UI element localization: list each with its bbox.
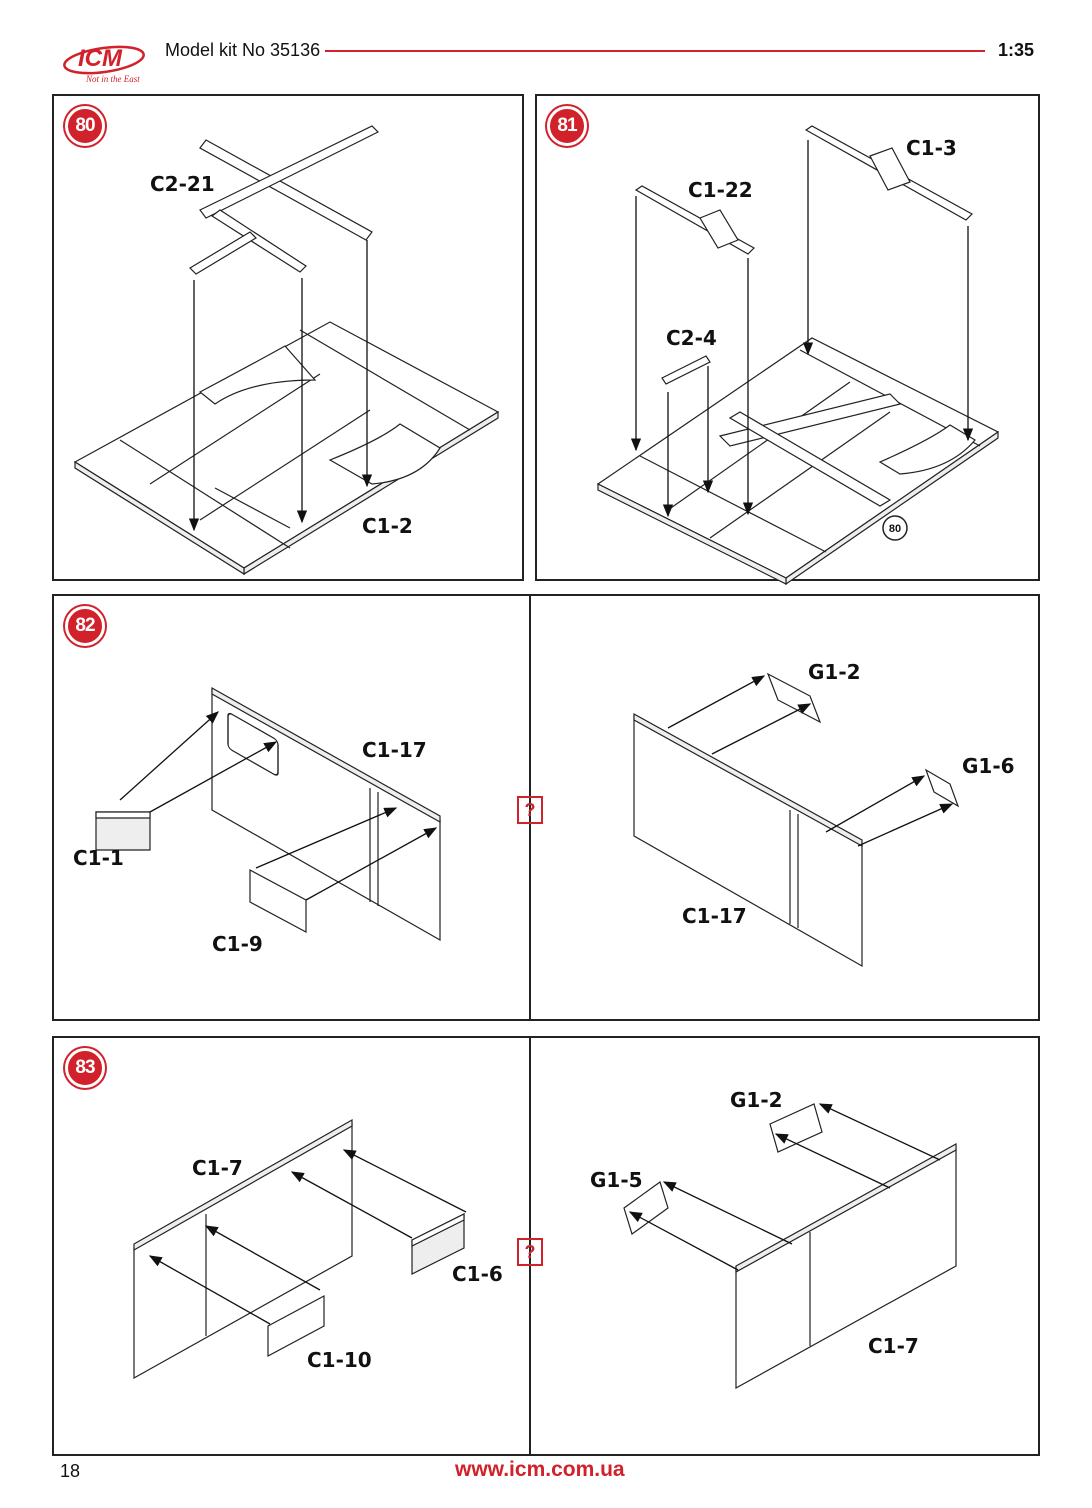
part-label: C1-6	[452, 1262, 503, 1286]
step-83-right-drawing	[623, 1103, 957, 1390]
website-link[interactable]: www.icm.com.ua	[455, 1458, 625, 1481]
page-number: 18	[60, 1461, 81, 1481]
part-label: C1-7	[868, 1334, 919, 1358]
part-label: G1-2	[808, 660, 861, 684]
part-label: C2-4	[666, 326, 717, 350]
step-82-left-drawing	[95, 686, 441, 942]
part-label: C1-3	[906, 136, 957, 160]
part-label: C1-22	[688, 178, 753, 202]
svg-text:Not in the East: Not in the East	[85, 74, 140, 84]
part-label: C1-10	[307, 1348, 372, 1372]
header-rule	[325, 50, 985, 52]
step-83-question-marker: ?	[517, 1238, 543, 1266]
part-label: C1-9	[212, 932, 263, 956]
part-label: G1-6	[962, 754, 1015, 778]
step-81-ref-step: 80	[889, 523, 901, 535]
step-80-badge: 80	[65, 106, 105, 146]
scale-label: 1:35	[998, 40, 1035, 60]
part-label: C1-7	[192, 1156, 243, 1180]
part-label: G1-5	[590, 1168, 643, 1192]
part-label: C2-21	[150, 172, 215, 196]
part-label: C1-2	[362, 514, 413, 538]
part-label: C1-17	[682, 904, 747, 928]
step-82-question-marker: ?	[517, 796, 543, 824]
icm-logo-icon: ICM Not in the East	[63, 45, 145, 84]
logo: ICM Not in the East	[58, 36, 154, 86]
step-82-right-drawing	[633, 672, 960, 968]
step-82-badge: 82	[65, 606, 105, 646]
step-81-drawing: 80	[596, 125, 1000, 586]
part-label: G1-2	[730, 1088, 783, 1112]
part-label: C1-17	[362, 738, 427, 762]
step-81-badge: 81	[547, 106, 587, 146]
step-82-divider	[529, 594, 531, 1021]
step-83-left-drawing	[133, 1118, 467, 1380]
step-80-drawing	[73, 125, 500, 576]
step-83-divider	[529, 1036, 531, 1456]
model-kit-title: Model kit No 35136	[165, 40, 321, 60]
svg-text:ICM: ICM	[78, 45, 123, 72]
part-label: C1-1	[73, 846, 124, 870]
step-83-badge: 83	[65, 1048, 105, 1088]
